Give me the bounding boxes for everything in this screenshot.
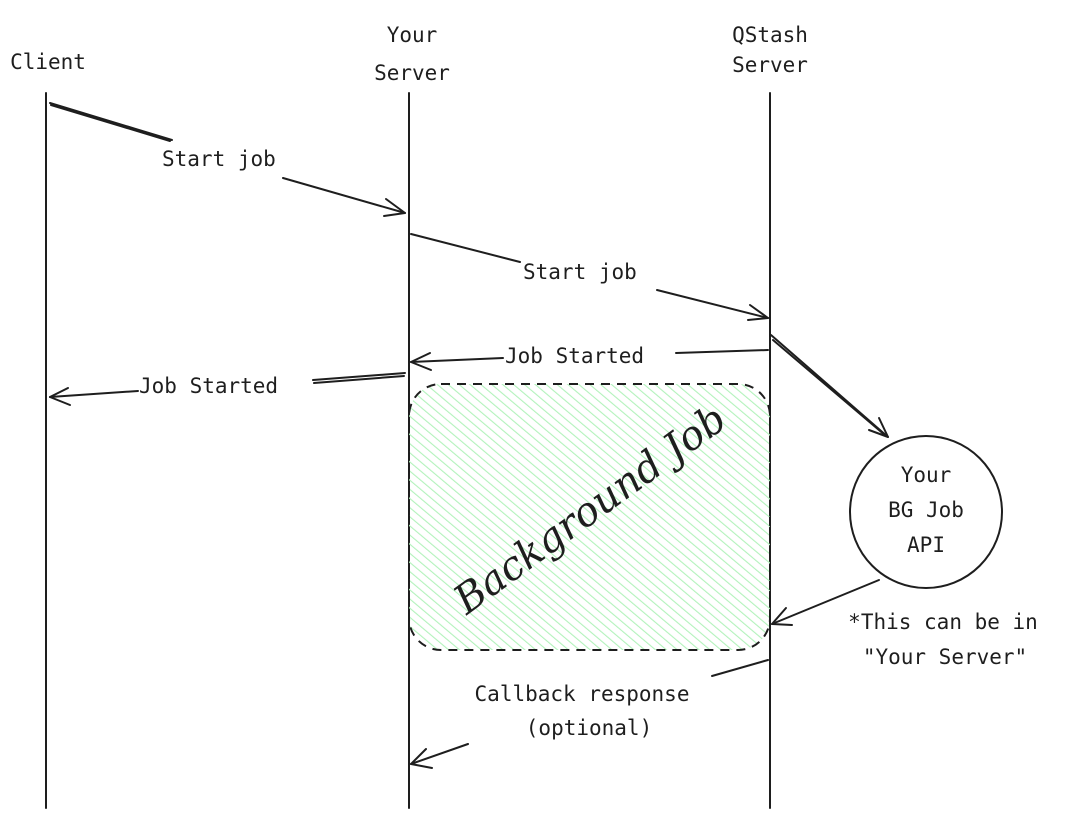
note-line2: "Your Server" [863,645,1027,669]
participant-qstash-label-line2: Server [732,53,808,77]
message-client-start-job: Start job [49,102,406,217]
participant-your-server: Your Server [374,23,450,85]
message-line [410,357,504,363]
participant-your-server-label-line1: Your [387,23,438,47]
message-line [312,372,406,381]
message-line [410,233,521,263]
participant-your-server-label-line2: Server [374,61,450,85]
message-server-job-started: Job Started [49,372,406,406]
message-server-start-job: Start job [410,233,769,321]
participant-qstash-server: QStash Server [732,23,808,77]
background-job-box: Background Job [408,383,771,651]
arrowhead-icon [868,417,889,438]
bg-job-api-node: Your BG Job API [849,435,1003,589]
message-line-sketch [50,104,171,142]
message-label: Job Started [139,374,278,398]
message-line [49,102,173,141]
message-line-sketch [313,375,405,384]
callback-label-line1: Callback response [475,682,690,706]
message-line [282,177,406,214]
api-node-label-line1: Your [901,463,952,487]
arrowhead-icon [410,748,433,769]
message-qstash-to-api [770,334,889,438]
message-line [711,659,769,677]
api-node-label-line2: BG Job [888,498,964,522]
message-api-to-qstash [771,579,880,626]
note-line1: *This can be in [848,610,1038,634]
api-node-circle [849,435,1003,589]
arrowhead-icon [410,352,432,371]
message-line [656,289,769,319]
message-line [771,579,880,625]
message-line [675,349,769,354]
arrowhead-icon [49,387,71,406]
message-label: Start job [523,260,637,284]
api-node-label-line3: API [907,533,945,557]
message-line-sketch [772,339,887,437]
message-callback: Callback response (optional) [410,659,769,769]
arrowhead-icon [747,304,769,321]
participant-client: Client [10,50,86,74]
message-label: Start job [162,147,276,171]
message-qstash-job-started: Job Started [410,344,769,371]
message-line [410,743,469,765]
participant-client-label: Client [10,50,86,74]
message-label: Job Started [505,344,644,368]
arrowhead-icon [771,607,793,626]
message-line [49,390,139,398]
participant-qstash-label-line1: QStash [732,23,808,47]
callback-label-line2: (optional) [526,716,652,740]
arrowhead-icon [383,198,406,217]
note: *This can be in "Your Server" [848,610,1038,669]
